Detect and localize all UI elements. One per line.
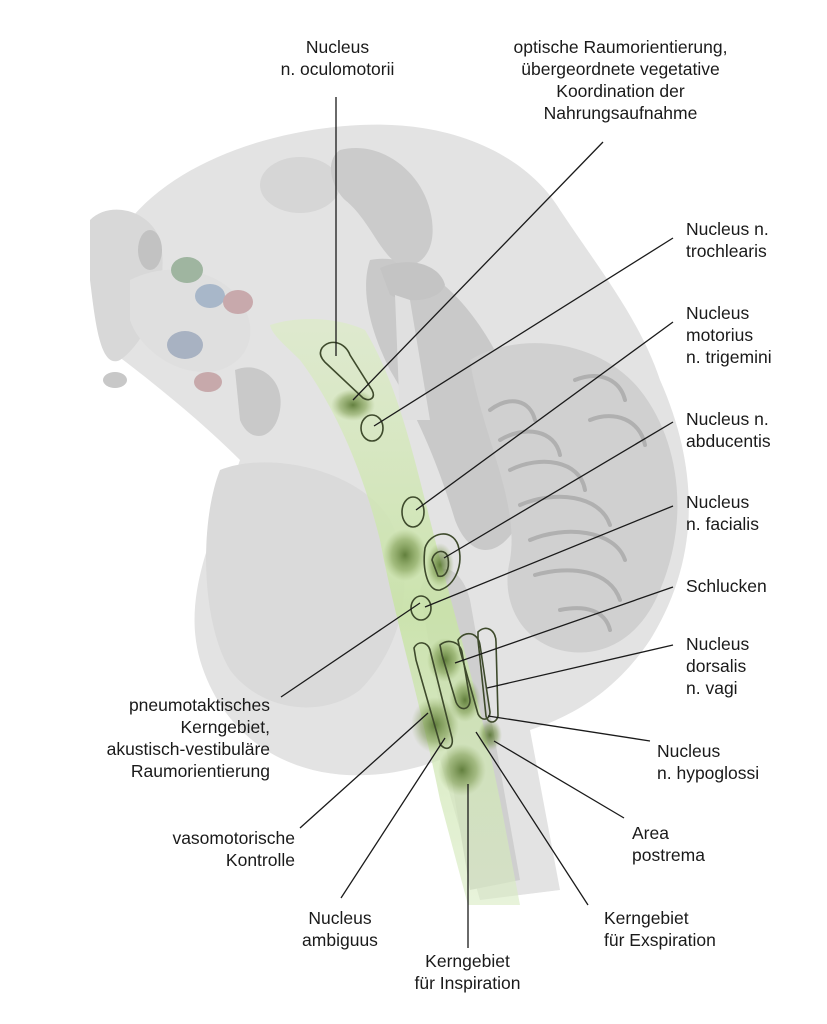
label-line: pneumotaktisches (128, 695, 270, 715)
label-line: ambiguus (302, 930, 378, 950)
label-line: vasomotorische (172, 828, 295, 848)
label-pneumotaktisches-kerngebiet: pneumotaktisches Kerngebiet, akustisch-v… (40, 694, 270, 782)
leader-trochlearis (373, 237, 674, 427)
label-line: Nucleus (657, 741, 721, 761)
label-line: n. hypoglossi (657, 763, 760, 783)
leader-optisch (352, 141, 604, 401)
leader-trigeminus (415, 321, 674, 511)
label-line: Nucleus (305, 37, 370, 57)
label-line: Nucleus (308, 908, 372, 928)
outline-ambiguus (413, 642, 454, 750)
outline-facialis (410, 595, 432, 621)
label-line: übergeordnete vegetative (521, 59, 720, 79)
label-nucleus-hypoglossi: Nucleus n. hypoglossi (657, 740, 807, 784)
label-line: optische Raumorientierung, (513, 37, 728, 57)
label-nucleus-dorsalis-vagi: Nucleus dorsalis n. vagi (686, 633, 816, 699)
label-vasomotorische-kontrolle: vasomotorische Kontrolle (100, 827, 295, 871)
label-line: Kontrolle (225, 850, 295, 870)
label-line: Nahrungsaufnahme (543, 103, 698, 123)
leader-abducens (443, 421, 674, 559)
label-line: Kerngebiet (604, 908, 689, 928)
label-line: Raumorientierung (130, 761, 270, 781)
label-area-postrema: Area postrema (632, 822, 752, 866)
outline-hypoglossus (477, 627, 499, 723)
leader-schlucken (454, 586, 674, 664)
leader-ambiguus (340, 737, 446, 899)
label-kerngebiet-exspiration: Kerngebiet für Exspiration (604, 907, 784, 951)
outline-oculomotorius (319, 341, 375, 401)
label-line: für Inspiration (414, 973, 521, 993)
label-line: Kerngebiet, (180, 717, 270, 737)
leader-hypoglossus (487, 715, 651, 742)
label-line: Nucleus n. (686, 219, 769, 239)
label-line: motorius (686, 325, 754, 345)
leader-pneumotaktisch (280, 602, 421, 698)
label-nucleus-oculomotorii: Nucleus n. oculomotorii (250, 36, 425, 80)
leader-vagus (486, 644, 674, 689)
label-line: Nucleus n. (686, 409, 769, 429)
label-line: n. facialis (686, 514, 759, 534)
label-line: Nucleus (686, 492, 750, 512)
outline-trochlearis (360, 414, 384, 442)
label-kerngebiet-inspiration: Kerngebiet für Inspiration (375, 950, 560, 994)
label-line: abducentis (686, 431, 771, 451)
label-line: Nucleus (686, 634, 750, 654)
label-optische-raumorientierung: optische Raumorientierung, übergeordnete… (483, 36, 758, 124)
label-nucleus-trigemini: Nucleus motorius n. trigemini (686, 302, 816, 368)
label-line: Kerngebiet (425, 951, 510, 971)
outline-abducens (423, 533, 461, 591)
outline-schlucken (439, 640, 471, 710)
label-schlucken: Schlucken (686, 575, 816, 597)
label-line: Koordination der (556, 81, 685, 101)
label-line: dorsalis (686, 656, 747, 676)
outline-trigeminus (401, 496, 425, 528)
leader-exspiration (475, 731, 589, 906)
label-line: n. trigemini (686, 347, 772, 367)
label-nucleus-abducentis: Nucleus n. abducentis (686, 408, 816, 452)
label-line: akustisch-vestibuläre (106, 739, 270, 759)
leader-postrema (493, 740, 625, 819)
label-line: postrema (632, 845, 705, 865)
label-nucleus-ambiguus: Nucleus ambiguus (270, 907, 410, 951)
label-line: n. vagi (686, 678, 738, 698)
label-line: Schlucken (686, 576, 767, 596)
leader-lines (280, 97, 674, 948)
label-nucleus-trochlearis: Nucleus n. trochlearis (686, 218, 816, 262)
leader-vasomotorisch (299, 712, 429, 829)
label-nucleus-facialis: Nucleus n. facialis (686, 491, 816, 535)
label-line: Area (632, 823, 669, 843)
label-line: Nucleus (686, 303, 750, 323)
label-line: für Exspiration (604, 930, 716, 950)
outline-vagus (457, 632, 491, 720)
leader-facialis (424, 505, 674, 608)
label-line: n. oculomotorii (280, 59, 395, 79)
nucleus-outlines (319, 341, 499, 750)
label-line: trochlearis (686, 241, 767, 261)
